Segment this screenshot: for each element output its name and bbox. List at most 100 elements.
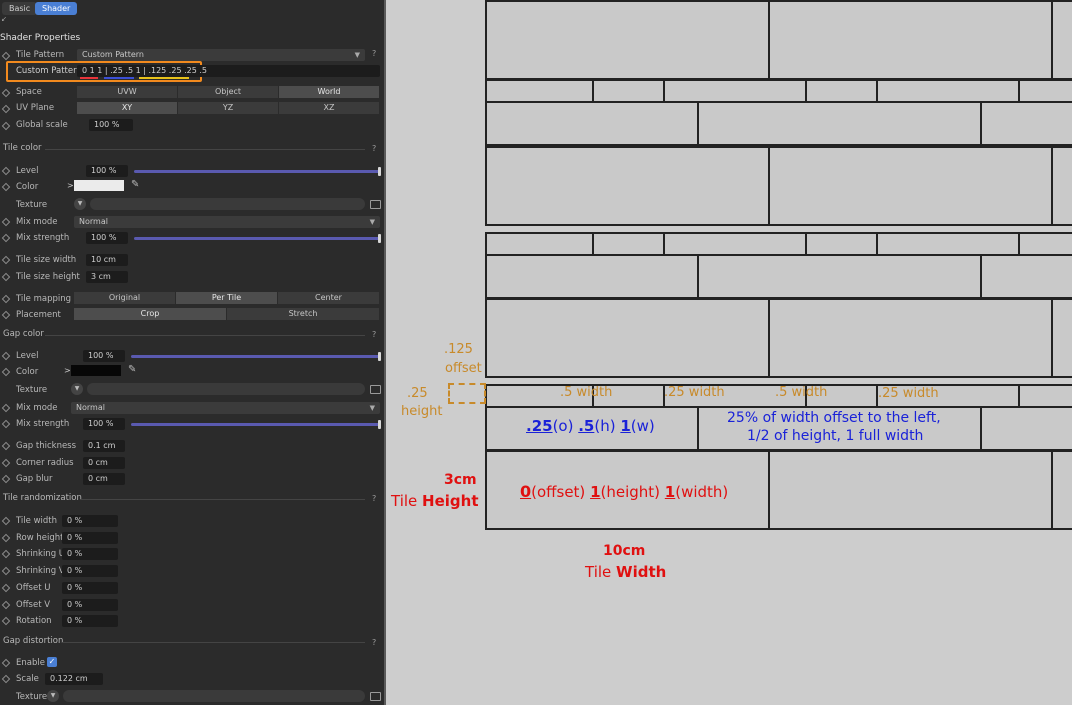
random-offset-v-input[interactable]: 0 % [62,599,118,611]
slider-knob[interactable] [378,352,381,361]
section-tile-color[interactable]: Tile color [3,143,42,153]
keyframe-diamond-icon[interactable] [1,121,11,131]
random-rotation-input[interactable]: 0 % [62,615,118,627]
space-option-uvw[interactable]: UVW [77,86,178,98]
uv-option-yz[interactable]: YZ [178,102,279,114]
panel-divider[interactable] [384,0,386,705]
slider-knob[interactable] [378,234,381,243]
slider-knob[interactable] [378,420,381,429]
uv-option-xz[interactable]: XZ [279,102,380,114]
space-selector[interactable]: UVW Object World [77,86,380,98]
gap-blur-input[interactable]: 0 cm [83,473,125,485]
keyframe-diamond-icon[interactable] [1,51,11,61]
keyframe-diamond-icon[interactable] [1,583,11,593]
help-icon[interactable]: ? [372,49,377,58]
gap-mix-mode-dropdown[interactable]: Normal▼ [71,402,380,414]
texture-menu-icon[interactable]: ▼ [74,198,86,210]
tile-mix-strength-input[interactable]: 100 % [86,232,128,244]
gap-level-input[interactable]: 100 % [83,350,125,362]
mapping-option-per-tile[interactable]: Per Tile [176,292,278,304]
random-shrinking-u-input[interactable]: 0 % [62,548,118,560]
keyframe-diamond-icon[interactable] [1,166,11,176]
keyframe-diamond-icon[interactable] [1,674,11,684]
section-gap-color[interactable]: Gap color [3,329,44,339]
tile-size-width-input[interactable]: 10 cm [86,254,128,266]
keyframe-diamond-icon[interactable] [1,182,11,192]
tile-color-swatch[interactable] [74,180,124,191]
random-tile-width-input[interactable]: 0 % [62,515,118,527]
gap-level-slider[interactable] [131,355,380,358]
chevron-right-icon[interactable]: > [64,366,71,375]
tile-level-slider[interactable] [134,170,380,173]
tile-size-height-input[interactable]: 3 cm [86,271,128,283]
tab-basic[interactable]: Basic [2,2,38,15]
keyframe-diamond-icon[interactable] [1,616,11,626]
global-scale-input[interactable]: 100 % [89,119,133,131]
viewport[interactable]: .125 offset .25 height .5 width .25 widt… [384,0,1072,705]
mapping-option-original[interactable]: Original [74,292,176,304]
gap-distortion-scale-input[interactable]: 0.122 cm [45,673,103,685]
placement-selector[interactable]: Crop Stretch [74,308,380,320]
tile-texture-slot[interactable] [90,198,365,210]
eyedropper-icon[interactable]: ✎ [131,179,140,190]
help-icon[interactable]: ? [372,330,377,339]
eyedropper-icon[interactable]: ✎ [128,364,137,375]
gap-thickness-input[interactable]: 0.1 cm [83,440,125,452]
enable-checkbox[interactable]: ✓ [47,657,57,667]
tile-level-input[interactable]: 100 % [86,165,128,177]
gap-texture-slot[interactable] [87,383,365,395]
keyframe-diamond-icon[interactable] [1,419,11,429]
help-icon[interactable]: ? [372,144,377,153]
texture-menu-icon[interactable]: ▼ [47,690,59,702]
random-offset-u-input[interactable]: 0 % [62,582,118,594]
keyframe-diamond-icon[interactable] [1,600,11,610]
slider-knob[interactable] [378,167,381,176]
tab-shader[interactable]: Shader [35,2,78,15]
section-tile-randomization[interactable]: Tile randomization [3,493,82,503]
keyframe-diamond-icon[interactable] [1,516,11,526]
keyframe-diamond-icon[interactable] [1,351,11,361]
keyframe-diamond-icon[interactable] [1,255,11,265]
keyframe-diamond-icon[interactable] [1,367,11,377]
keyframe-diamond-icon[interactable] [1,458,11,468]
space-option-world[interactable]: World [279,86,380,98]
random-shrinking-v-input[interactable]: 0 % [62,565,118,577]
tile-mix-strength-slider[interactable] [134,237,380,240]
keyframe-diamond-icon[interactable] [1,272,11,282]
help-icon[interactable]: ? [372,494,377,503]
keyframe-diamond-icon[interactable] [1,217,11,227]
gap-distortion-texture-slot[interactable] [63,690,365,702]
gap-mix-strength-input[interactable]: 100 % [83,418,125,430]
collapse-arrow-icon[interactable]: ↙ [1,15,7,23]
uv-plane-selector[interactable]: XY YZ XZ [77,102,380,114]
keyframe-diamond-icon[interactable] [1,88,11,98]
folder-icon[interactable] [370,385,381,394]
tile-mapping-selector[interactable]: Original Per Tile Center [74,292,380,304]
folder-icon[interactable] [370,200,381,209]
chevron-right-icon[interactable]: > [67,181,74,190]
mapping-option-center[interactable]: Center [278,292,380,304]
placement-option-stretch[interactable]: Stretch [227,308,380,320]
keyframe-diamond-icon[interactable] [1,104,11,114]
keyframe-diamond-icon[interactable] [1,441,11,451]
keyframe-diamond-icon[interactable] [1,549,11,559]
space-option-object[interactable]: Object [178,86,279,98]
help-icon[interactable]: ? [372,638,377,647]
keyframe-diamond-icon[interactable] [1,658,11,668]
keyframe-diamond-icon[interactable] [1,310,11,320]
corner-radius-input[interactable]: 0 cm [83,457,125,469]
uv-option-xy[interactable]: XY [77,102,178,114]
keyframe-diamond-icon[interactable] [1,294,11,304]
section-gap-distortion[interactable]: Gap distortion [3,636,64,646]
random-row-height-input[interactable]: 0 % [62,532,118,544]
folder-icon[interactable] [370,692,381,701]
tile-mix-mode-dropdown[interactable]: Normal▼ [74,216,380,228]
keyframe-diamond-icon[interactable] [1,566,11,576]
keyframe-diamond-icon[interactable] [1,533,11,543]
gap-mix-strength-slider[interactable] [131,423,380,426]
tile-pattern-dropdown[interactable]: Custom Pattern▼ [77,49,365,61]
texture-menu-icon[interactable]: ▼ [71,383,83,395]
custom-pattern-input[interactable]: 0 1 1 | .25 .5 1 | .125 .25 .25 .5 [77,65,380,77]
keyframe-diamond-icon[interactable] [1,233,11,243]
keyframe-diamond-icon[interactable] [1,474,11,484]
